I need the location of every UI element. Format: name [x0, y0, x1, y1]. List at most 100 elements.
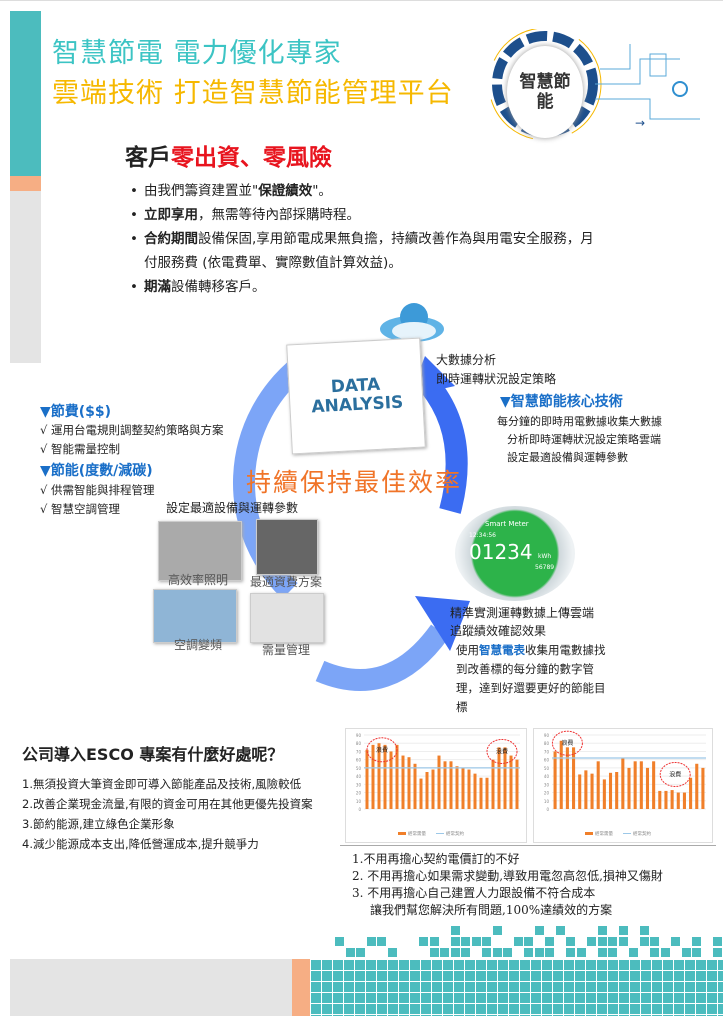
pixel-square — [440, 948, 449, 957]
pixel-square — [534, 948, 544, 957]
bar — [497, 747, 501, 809]
teal-side-bar — [10, 11, 41, 176]
subtitle: 客戶零出資、零風險 — [125, 138, 332, 172]
bar — [479, 777, 483, 809]
pixel-square — [639, 926, 649, 935]
svg-text:→: → — [635, 116, 645, 130]
pixel-square — [608, 937, 617, 946]
pixel-square — [597, 937, 607, 946]
smart-meter-image: Smart Meter 12:34:56 01234 kWh 56789 — [455, 506, 575, 601]
bar — [701, 767, 705, 809]
bar — [371, 744, 375, 809]
waste-circle — [659, 761, 691, 787]
bar — [596, 761, 600, 809]
bar — [608, 772, 613, 809]
bar — [467, 769, 471, 809]
pixel-square — [482, 937, 491, 946]
legend-label: 經常需量 — [595, 830, 613, 837]
pixel-square — [345, 948, 355, 957]
y-tick-label: 40 — [356, 774, 362, 779]
smart-energy-logo: → 智慧節能 — [488, 27, 720, 149]
pixel-square — [713, 937, 722, 946]
word-cloud-text: DATA ANALYSIS — [311, 374, 404, 418]
subtitle-highlight: 零出資、零風險 — [171, 145, 332, 171]
photo-caption: 最適資費方案 — [250, 575, 323, 589]
title-line-1: 智慧節電 電力優化專家 — [52, 38, 342, 69]
pixel-square — [587, 937, 596, 946]
bar — [559, 740, 563, 809]
pixel-square — [450, 937, 460, 946]
bar — [443, 761, 447, 809]
bar — [383, 744, 387, 809]
waste-label: 浪費 — [669, 770, 681, 778]
bar — [431, 769, 435, 809]
bar — [602, 779, 606, 809]
footer-gray-bar — [10, 959, 292, 1016]
measure-caption: 精準實測運轉數據上傳雲端追蹤績效確認效果 — [450, 606, 595, 638]
bar — [401, 755, 405, 809]
bullet-item: 立即享用，無需等待內部採購時程。 — [130, 203, 600, 227]
save-energy-list: √ 供需智能與排程管理√ 智慧空調管理 — [40, 483, 155, 516]
pixel-square — [429, 948, 439, 957]
ac-tower-photo — [153, 589, 237, 643]
y-tick-label: 10 — [544, 799, 550, 804]
pixel-square — [335, 937, 344, 946]
esco-item: 4.減少能源成本支出,降低營運成本,提升競爭力 — [22, 837, 259, 851]
y-tick-label: 50 — [544, 766, 550, 771]
bar — [578, 774, 582, 809]
y-tick-label: 40 — [544, 774, 550, 779]
bar — [676, 792, 680, 809]
circuit-graphic-icon: → — [488, 27, 700, 141]
pixel-square — [387, 948, 397, 957]
esco-item: 1.無須投資大筆資金即可導入節能產品及技術,風險較低 — [22, 777, 302, 791]
y-tick-label: 20 — [356, 791, 362, 796]
bar — [509, 755, 513, 809]
bar — [461, 767, 465, 809]
bar — [670, 790, 674, 809]
gray-side-bar — [10, 191, 41, 363]
demand-chart-1: 0102030405060708090浪費浪費經常需量經常契約 — [345, 728, 527, 843]
pixel-square — [524, 937, 533, 946]
footer-orange-bar — [292, 959, 310, 1016]
bar — [515, 759, 519, 809]
pixel-square — [566, 948, 575, 957]
pixel-square — [692, 948, 701, 957]
bar — [584, 770, 588, 809]
bar — [485, 777, 489, 809]
pixel-square — [503, 948, 512, 957]
pixel-square — [566, 937, 575, 946]
bar — [455, 766, 459, 809]
pixel-square — [713, 948, 722, 957]
y-tick-label: 50 — [356, 766, 362, 771]
bullet-item: 期滿設備轉移客戶。 — [130, 275, 600, 299]
pixel-square — [429, 937, 439, 946]
pixel-square — [555, 926, 565, 935]
bar — [407, 757, 411, 809]
footer-teal-pattern — [310, 959, 723, 1016]
y-tick-label: 20 — [544, 791, 550, 796]
bar — [664, 790, 668, 809]
title-line-2: 雲端技術 打造智慧節能管理平台 — [52, 78, 454, 109]
pixel-square — [461, 937, 470, 946]
bar — [425, 772, 429, 809]
meter-reading: 01234 — [469, 540, 533, 564]
bar — [652, 761, 656, 809]
legend-swatch — [585, 832, 593, 835]
pixel-square — [419, 937, 428, 946]
y-tick-label: 80 — [356, 741, 362, 746]
bar — [639, 761, 643, 809]
divider — [340, 845, 716, 846]
pixel-square — [492, 926, 502, 935]
waste-label: 浪費 — [561, 739, 573, 747]
bar — [389, 751, 393, 809]
y-tick-label: 90 — [356, 733, 362, 738]
pixel-square — [660, 948, 670, 957]
y-tick-label: 30 — [544, 782, 550, 787]
pixel-square — [545, 948, 554, 957]
bar — [413, 763, 417, 809]
meter-sub: 56789 — [535, 564, 555, 571]
bar — [682, 792, 686, 809]
y-tick-label: 60 — [356, 758, 362, 763]
